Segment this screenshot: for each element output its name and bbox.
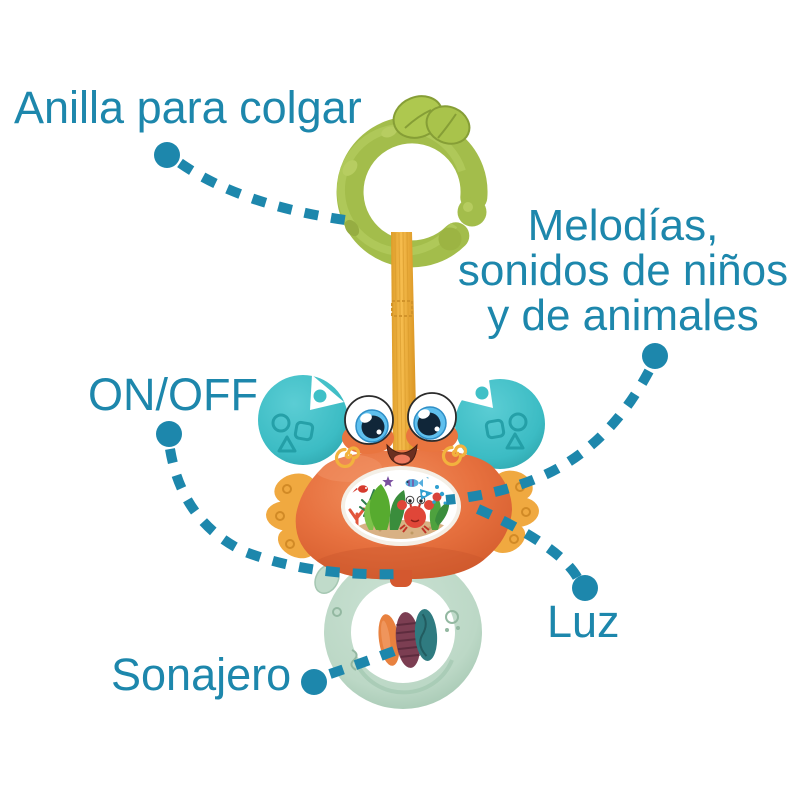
belly-scene	[348, 473, 450, 539]
eye-right	[407, 392, 457, 442]
line-rattle	[328, 646, 396, 679]
callout-lines	[165, 158, 654, 679]
dot-rattle	[301, 669, 327, 695]
label-light: Luz	[547, 596, 620, 647]
dot-melodies	[642, 343, 668, 369]
strap	[391, 231, 417, 456]
cheek-swirl-left	[334, 446, 361, 469]
claw-right	[455, 373, 545, 469]
mouth	[386, 443, 418, 466]
claw-emboss-square	[293, 420, 315, 442]
label-melodies-line2: sonidos de niños	[457, 246, 789, 295]
strap-stitch	[391, 300, 413, 317]
leaf-decoration	[392, 95, 471, 145]
scene-blue-fish	[405, 479, 423, 487]
scene-seaweed	[364, 484, 406, 530]
label-melodies: Melodías, sonidos de niños y de animales	[443, 203, 800, 338]
line-hanging-ring	[177, 158, 353, 226]
claw-emboss-circle	[271, 413, 291, 433]
label-melodies-line1: Melodías,	[527, 201, 719, 250]
claw-right-pincer-notch	[457, 373, 493, 408]
scene-starfish	[382, 476, 394, 487]
line-melodies	[445, 368, 654, 505]
ring-clip-knob	[438, 227, 462, 251]
label-melodies-line3: y de animales	[487, 291, 759, 340]
label-hanging-ring: Anilla para colgar	[14, 82, 362, 133]
dot-hanging-ring	[154, 142, 180, 168]
cheek-swirl-right	[441, 444, 468, 467]
belly-window	[341, 466, 461, 546]
eye-left	[344, 395, 394, 445]
rattle-beads	[378, 609, 438, 668]
label-rattle: Sonajero	[111, 649, 292, 700]
dot-light	[572, 575, 598, 601]
bead-teal	[414, 609, 438, 661]
dot-power	[156, 421, 182, 447]
claw-emboss-triangle	[277, 435, 297, 453]
claw-left	[258, 375, 348, 465]
callout-dots	[154, 142, 668, 695]
power-switch-tab	[390, 570, 412, 587]
line-light	[475, 504, 584, 584]
bead-maroon	[395, 612, 421, 668]
label-power: ON/OFF	[88, 369, 258, 420]
